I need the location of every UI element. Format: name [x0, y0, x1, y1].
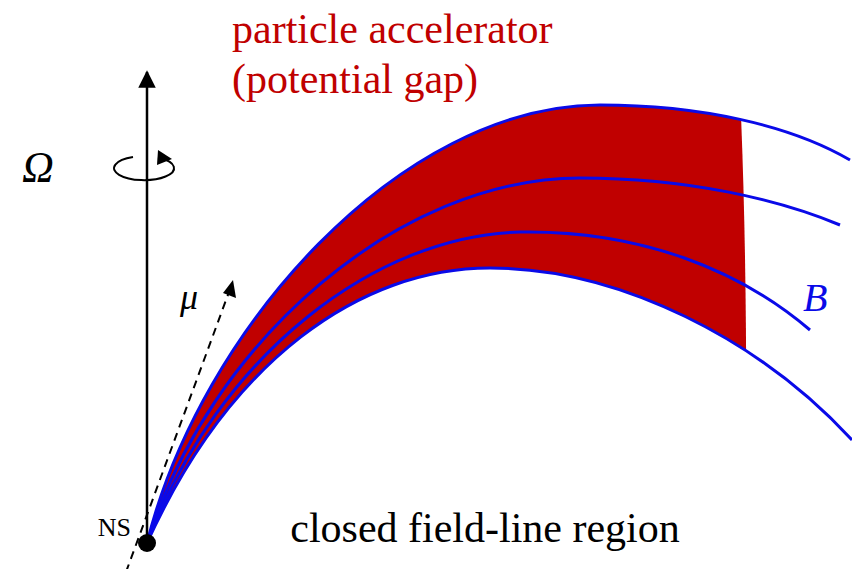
- potential-gap-region: [147, 105, 852, 543]
- rotation-symbol: Ω: [22, 142, 54, 195]
- field-symbol: B: [803, 274, 827, 322]
- region-title: particle accelerator (potential gap): [232, 4, 652, 105]
- closed-field-line-region: closed field-line region: [100, 268, 852, 569]
- region-label: closed field-line region: [282, 503, 688, 553]
- magnetic-axis-arrowhead: [223, 280, 236, 298]
- neutron-star: [138, 534, 156, 552]
- rotation-arrowhead: [157, 150, 172, 165]
- star-label: NS: [98, 512, 131, 543]
- magnetic-field-lines: [147, 105, 852, 543]
- field-line: [147, 105, 850, 543]
- magnetic-axis: [126, 292, 229, 569]
- closed-region-fill: [100, 268, 852, 569]
- rotation-axis: [146, 72, 149, 543]
- field-line: [147, 178, 840, 543]
- last-closed-field-line: [147, 268, 852, 543]
- magnetic-moment-symbol: μ: [180, 276, 198, 319]
